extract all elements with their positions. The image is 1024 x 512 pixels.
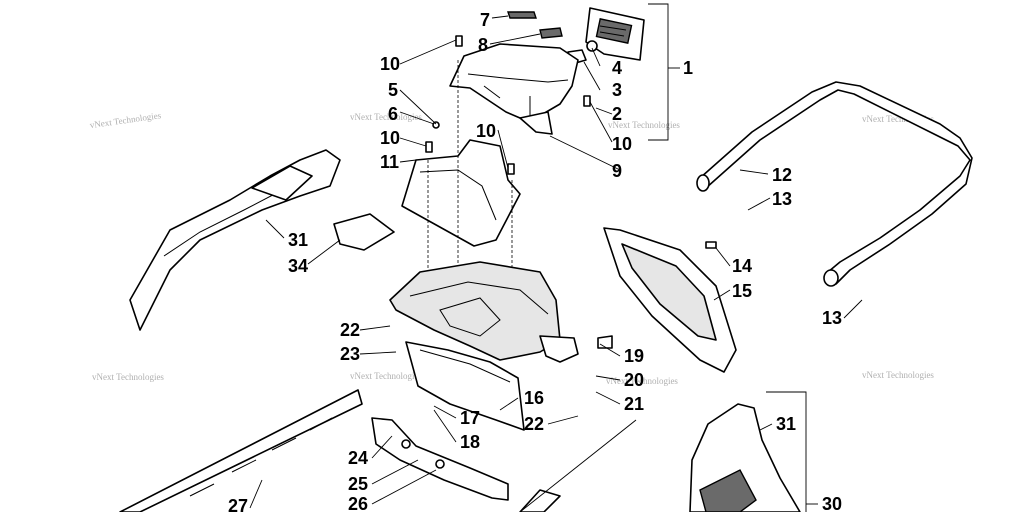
callout-11: 11 (380, 152, 399, 172)
callout-9: 9 (612, 161, 622, 181)
callout-15: 15 (732, 281, 752, 301)
inner-fender (405, 341, 525, 431)
callout-26: 26 (348, 494, 368, 512)
callout-10: 10 (476, 121, 496, 141)
callout-labels: 7 8 1 4 3 2 10 5 6 10 11 10 9 10 12 13 1… (228, 10, 842, 512)
callout-24: 24 (348, 448, 368, 468)
grab-bar (696, 81, 973, 287)
callout-22: 22 (340, 320, 360, 340)
callout-22: 22 (524, 414, 544, 434)
watermark: vNext Technologies (862, 114, 934, 124)
seat-base-right (519, 403, 801, 512)
callout-23: 23 (340, 344, 360, 364)
callout-19: 19 (624, 346, 644, 366)
callout-34: 34 (288, 256, 308, 276)
watermark: vNext Technologies (608, 120, 680, 130)
callout-18: 18 (460, 432, 480, 452)
callout-4: 4 (612, 58, 622, 78)
pad (333, 213, 395, 251)
callout-14: 14 (732, 256, 752, 276)
watermark: vNext Technologies (92, 372, 164, 382)
callout-17: 17 (460, 408, 480, 428)
callout-3: 3 (612, 80, 622, 100)
callout-10: 10 (380, 54, 400, 74)
watermark: vNext Technologies (89, 110, 162, 130)
watermark: vNext Technologies (350, 371, 422, 381)
callout-7: 7 (480, 10, 490, 30)
decals (507, 11, 563, 39)
callout-16: 16 (524, 388, 544, 408)
rear-tub (389, 261, 579, 363)
callout-12: 12 (772, 165, 792, 185)
callout-10: 10 (612, 134, 632, 154)
callout-27: 27 (228, 496, 248, 512)
callout-5: 5 (388, 80, 398, 100)
bracket (371, 417, 509, 501)
callout-2: 2 (612, 104, 622, 124)
callout-13: 13 (772, 189, 792, 209)
rail (119, 389, 363, 512)
callout-6: 6 (388, 104, 398, 124)
callout-20: 20 (624, 370, 644, 390)
taillight-housing (449, 43, 579, 135)
callout-8: 8 (478, 35, 488, 55)
callout-10: 10 (380, 128, 400, 148)
callout-1: 1 (683, 58, 693, 78)
inner-panel (401, 60, 521, 300)
callout-13: 13 (822, 308, 842, 328)
watermark: vNext Technologies (862, 370, 934, 380)
side-panel (603, 227, 737, 373)
callout-31: 31 (776, 414, 796, 434)
watermark: vNext Technologies (606, 376, 678, 386)
callout-25: 25 (348, 474, 368, 494)
watermark: vNext Technologies (350, 112, 422, 122)
leader-lines (249, 3, 863, 512)
callout-21: 21 (624, 394, 644, 414)
callout-31: 31 (288, 230, 308, 250)
taillight-assembly (567, 7, 645, 65)
callout-30: 30 (822, 494, 842, 512)
seat-base-left (129, 149, 341, 331)
